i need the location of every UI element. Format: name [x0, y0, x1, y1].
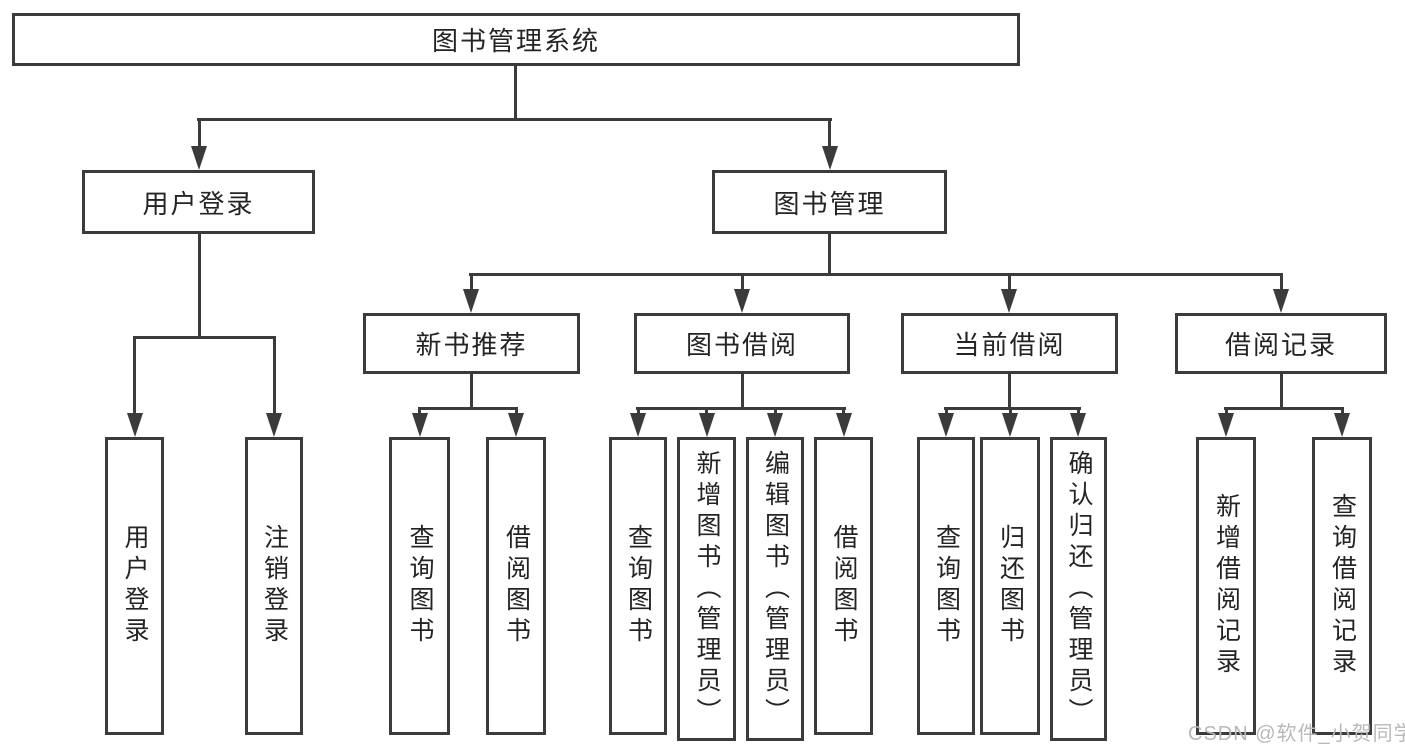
connector-current-drop-2 [1009, 407, 1012, 416]
connector-bookmgmt-stem [828, 234, 831, 276]
connector-borrow-drop-3 [774, 407, 777, 416]
leaf-recommend-borrow-books-label: 借阅图书 [502, 524, 531, 648]
node-book-management: 图书管理 [712, 170, 947, 234]
connector-userlogin-drop-left [133, 336, 136, 414]
arrow-to-record-query [1334, 413, 1350, 437]
arrow-to-leaf-logout [266, 413, 282, 437]
leaf-borrow-add-books-admin: 新增图书（管理员） [677, 437, 736, 741]
arrow-to-current-query [938, 413, 954, 437]
leaf-record-add: 新增借阅记录 [1196, 437, 1256, 735]
connector-borrow-stem [741, 374, 744, 410]
connector-recommend-drop-2 [515, 407, 518, 416]
arrow-to-record-add [1218, 413, 1234, 437]
connector-record-drop-2 [1341, 407, 1344, 416]
leaf-record-query-label: 查询借阅记录 [1328, 493, 1357, 679]
connector-bookmgmt-drop-1 [470, 273, 473, 291]
csdn-watermark: CSDN @软件_小贺同学 [1188, 723, 1405, 745]
node-user-login: 用户登录 [82, 170, 315, 234]
arrow-to-borrow-query [630, 413, 646, 437]
connector-root-stem [514, 66, 517, 118]
connector-recommend-stem [470, 374, 473, 410]
connector-current-stem [1008, 374, 1011, 410]
arrow-to-leaf-user-login [127, 413, 143, 437]
connector-bookmgmt-drop-3 [1008, 273, 1011, 291]
leaf-borrow-borrow-books-label: 借阅图书 [830, 524, 858, 648]
connector-borrow-hbar [636, 407, 846, 410]
connector-userlogin-drop-right [273, 336, 276, 414]
leaf-borrow-query-books-label: 查询图书 [624, 524, 653, 648]
leaf-logout-label: 注销登录 [260, 524, 289, 648]
leaf-borrow-add-books-admin-label: 新增图书（管理员） [693, 449, 721, 729]
leaf-user-login: 用户登录 [105, 437, 164, 735]
arrow-to-book-borrow [734, 289, 750, 313]
connector-bookmgmt-drop-4 [1280, 273, 1283, 291]
leaf-current-query-books: 查询图书 [917, 437, 975, 735]
leaf-record-add-label: 新增借阅记录 [1212, 493, 1241, 679]
node-new-book-recommend: 新书推荐 [363, 313, 580, 374]
leaf-borrow-edit-books-admin: 编辑图书（管理员） [746, 437, 804, 741]
arrow-to-current-borrow [1001, 289, 1017, 313]
leaf-recommend-query-books: 查询图书 [389, 437, 450, 735]
leaf-logout: 注销登录 [245, 437, 303, 735]
connector-userlogin-stem [198, 234, 201, 337]
connector-borrow-drop-2 [705, 407, 708, 416]
connector-bookmgmt-hbar [469, 273, 1283, 276]
arrow-to-book-management [822, 146, 838, 170]
node-current-borrow: 当前借阅 [901, 313, 1118, 374]
connector-borrow-drop-4 [842, 407, 845, 416]
node-root-library-system: 图书管理系统 [12, 13, 1020, 66]
leaf-user-login-label: 用户登录 [121, 524, 149, 648]
arrow-to-borrow-add [699, 413, 715, 437]
connector-current-hbar [944, 407, 1081, 410]
connector-current-drop-3 [1077, 407, 1080, 416]
leaf-current-confirm-return-admin-label: 确认归还（管理员） [1065, 449, 1093, 729]
arrow-to-borrow-record [1273, 289, 1289, 313]
arrow-to-current-return [1002, 413, 1018, 437]
leaf-borrow-query-books: 查询图书 [609, 437, 667, 735]
connector-record-drop-1 [1225, 407, 1228, 416]
connector-userlogin-hbar [133, 336, 276, 339]
leaf-borrow-borrow-books: 借阅图书 [814, 437, 873, 735]
arrow-to-recommend-borrow [508, 413, 524, 437]
connector-recommend-drop-1 [418, 407, 421, 416]
leaf-recommend-query-books-label: 查询图书 [406, 524, 434, 648]
arrow-to-recommend-query [412, 413, 428, 437]
connector-root-drop-right [828, 118, 831, 148]
connector-record-hbar [1224, 407, 1344, 410]
leaf-current-query-books-label: 查询图书 [932, 524, 961, 648]
leaf-record-query: 查询借阅记录 [1312, 437, 1372, 735]
connector-root-hbar [197, 118, 832, 121]
connector-recommend-hbar [418, 407, 518, 410]
leaf-recommend-borrow-books: 借阅图书 [486, 437, 546, 735]
arrow-to-borrow-borrow [836, 413, 852, 437]
connector-bookmgmt-drop-2 [741, 273, 744, 291]
leaf-current-return-books: 归还图书 [980, 437, 1040, 735]
connector-current-drop-1 [945, 407, 948, 416]
arrow-to-user-login [191, 146, 207, 170]
arrow-to-current-confirm [1070, 413, 1086, 437]
connector-record-stem [1280, 374, 1283, 410]
node-book-borrow: 图书借阅 [634, 313, 850, 374]
connector-borrow-drop-1 [637, 407, 640, 416]
arrow-to-new-book-recommend [463, 289, 479, 313]
leaf-borrow-edit-books-admin-label: 编辑图书（管理员） [761, 449, 790, 729]
arrow-to-borrow-edit [767, 413, 783, 437]
node-borrow-record: 借阅记录 [1175, 313, 1387, 374]
connector-root-drop-left [198, 118, 201, 148]
leaf-current-return-books-label: 归还图书 [996, 524, 1025, 648]
leaf-current-confirm-return-admin: 确认归还（管理员） [1050, 437, 1107, 741]
